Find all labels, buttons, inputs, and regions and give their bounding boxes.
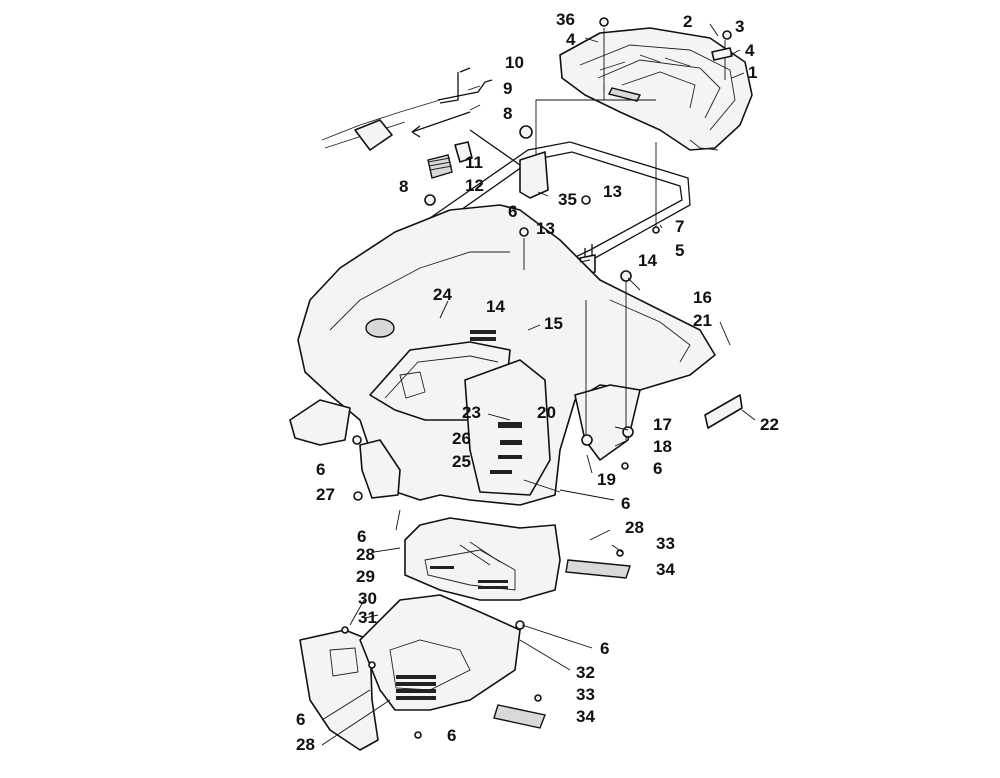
decal-22-part — [704, 394, 743, 429]
callout-25: 25 — [452, 452, 471, 471]
callout-20: 20 — [537, 403, 556, 422]
callout-13-right: 13 — [603, 182, 622, 201]
callout-36: 36 — [556, 10, 575, 29]
bracket-34-lower — [493, 704, 546, 729]
callout-8-top: 8 — [503, 104, 512, 123]
callout-6-lower-left: 6 — [357, 527, 366, 546]
callout-labels: 36 2 3 4 4 1 10 9 8 11 12 8 35 13 6 13 7… — [296, 10, 779, 754]
callout-11: 11 — [465, 153, 483, 172]
callout-33-lower: 33 — [576, 685, 595, 704]
callout-34-lower: 34 — [576, 707, 595, 726]
callout-9: 9 — [503, 79, 512, 98]
bracket-34-upper — [565, 559, 631, 579]
callout-34-upper: 34 — [656, 560, 675, 579]
fastener-lines — [341, 17, 733, 739]
callout-8-left: 8 — [399, 177, 408, 196]
callout-7: 7 — [675, 217, 684, 236]
footwell-lower-part — [299, 594, 521, 751]
callout-21: 21 — [693, 311, 712, 330]
callout-32: 32 — [576, 663, 595, 682]
callout-14-center: 14 — [486, 297, 505, 316]
callout-30: 30 — [358, 589, 377, 608]
callout-13-center: 13 — [536, 219, 555, 238]
rear-rack-part — [559, 27, 753, 151]
callout-28-right: 28 — [625, 518, 644, 537]
callout-23: 23 — [462, 403, 481, 422]
callout-19: 19 — [597, 470, 616, 489]
callout-6-upper: 6 — [508, 202, 517, 221]
callout-28-left: 28 — [356, 545, 375, 564]
callout-35: 35 — [558, 190, 577, 209]
callout-33-upper: 33 — [656, 534, 675, 553]
callout-16: 16 — [693, 288, 712, 307]
callout-27: 27 — [316, 485, 335, 504]
callout-26: 26 — [452, 429, 471, 448]
callout-6-left-mid: 6 — [316, 460, 325, 479]
label-leaders — [321, 23, 745, 746]
callout-5: 5 — [675, 241, 684, 260]
callout-4-left: 4 — [566, 30, 576, 49]
callout-6-bottom-left: 6 — [296, 710, 305, 729]
callout-10: 10 — [505, 53, 524, 72]
callout-31: 31 — [358, 608, 377, 627]
footwell-upper-part — [404, 517, 561, 601]
callout-12: 12 — [465, 176, 484, 195]
latch-hardware — [321, 67, 521, 179]
callout-29: 29 — [356, 567, 375, 586]
callout-6-right-mid: 6 — [653, 459, 662, 478]
callout-3: 3 — [735, 17, 744, 36]
decal-hatches — [470, 330, 522, 474]
callout-6-bottom: 6 — [447, 726, 456, 745]
callout-6-lower-center: 6 — [600, 639, 609, 658]
callout-28-bottom: 28 — [296, 735, 315, 754]
rear-fender-body — [289, 204, 716, 506]
callout-18: 18 — [653, 437, 672, 456]
callout-6-center: 6 — [621, 494, 630, 513]
callout-1: 1 — [748, 63, 757, 82]
callout-2: 2 — [683, 12, 692, 31]
callout-14-right: 14 — [638, 251, 657, 270]
callout-15: 15 — [544, 314, 563, 333]
callout-22: 22 — [760, 415, 779, 434]
callout-4-right: 4 — [745, 41, 755, 60]
callout-24: 24 — [433, 285, 452, 304]
callout-17: 17 — [653, 415, 672, 434]
